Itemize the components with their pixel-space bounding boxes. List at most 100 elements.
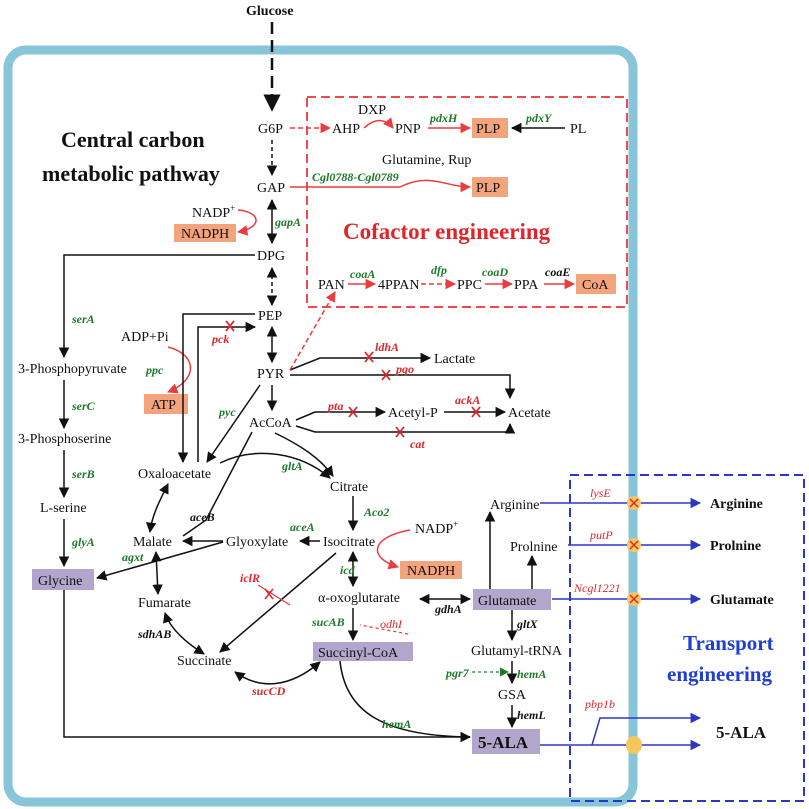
ala-transporter — [626, 736, 642, 754]
nadp-to-nadph-arrow-2 — [376, 529, 411, 570]
gene-pqo: pqo — [395, 362, 414, 376]
gene-lysE: lysE — [590, 486, 611, 500]
isocitrate-succinate-arrow — [219, 552, 337, 653]
gene-agxt: agxt — [122, 550, 144, 564]
nadph-box-1 — [174, 224, 236, 242]
pck-knockout-x2 — [225, 320, 235, 332]
accoa-malate-line — [182, 431, 253, 537]
accoa-label: AcCoA — [249, 416, 293, 431]
plp-box-2 — [472, 177, 508, 197]
gene-icd: icd — [340, 563, 356, 577]
glutamine-rup-label: Glutamine, Rup — [382, 153, 471, 168]
coa-box — [576, 274, 616, 294]
accoa-citrate-arrow — [274, 432, 334, 477]
fumarate-label: Fumarate — [138, 596, 191, 611]
gene-serC: serC — [71, 399, 96, 413]
glycine-box — [32, 569, 94, 590]
atp-box — [144, 394, 188, 414]
acetate-label: Acetate — [508, 406, 551, 421]
transport-title-line1: Transport — [683, 631, 774, 655]
gene-sdhAB: sdhAB — [137, 627, 171, 641]
pyr-oxaloacetate-arrow — [206, 384, 261, 463]
gene-serA: serA — [71, 312, 95, 326]
dxp-label: DXP — [358, 103, 386, 118]
gsa-label: GSA — [498, 688, 527, 703]
ppa-label: PPA — [514, 278, 539, 293]
gene-aceB: aceB — [190, 510, 215, 524]
cofactor-frame — [306, 96, 628, 308]
pnp-label: PNP — [395, 122, 421, 137]
arginine-label: Arginine — [490, 498, 540, 513]
malate-label: Malate — [133, 535, 172, 550]
nadp-label-1: NADP+ — [192, 203, 235, 221]
gene-aceA: aceA — [290, 520, 315, 534]
glycine-label: Glycine — [38, 574, 82, 589]
gene-ncgl: Ncgl1221 — [573, 581, 621, 595]
ahp-pnp-arrow — [363, 117, 394, 129]
gene-cat: cat — [410, 437, 425, 451]
ppc-label: PPC — [457, 278, 482, 293]
succinyl-coa-label: Succinyl-CoA — [318, 646, 399, 661]
glutamyl-trna-label: Glutamyl-tRNA — [471, 644, 563, 659]
pyr-label: PYR — [257, 367, 285, 382]
gene-pdxY: pdxY — [525, 111, 553, 125]
ala-box — [472, 729, 540, 754]
lserine-label: L-serine — [40, 501, 87, 516]
succinate-fumarate-arrow — [163, 612, 205, 655]
succinate-label: Succinate — [177, 654, 231, 669]
gene-odhI: odhI — [380, 617, 403, 631]
dpg-serine-branch — [58, 254, 255, 359]
gene-aco2: Aco2 — [363, 505, 389, 519]
export-prolnine-label: Prolnine — [710, 539, 761, 554]
pep-label: PEP — [258, 309, 282, 324]
phosphopyruvate-label: 3-Phosphopyruvate — [18, 362, 127, 377]
gene-gapA: gapA — [274, 215, 301, 229]
gene-sucCD: sucCD — [251, 684, 286, 698]
cofactor-title: Cofactor engineering — [343, 219, 551, 244]
succinyl-coa-box — [313, 642, 413, 661]
acetylp-label: Acetyl-P — [388, 406, 438, 421]
gene-coaD: coaD — [482, 265, 508, 279]
nadph-label-2: NADPH — [407, 564, 455, 579]
gene-ldhA: ldhA — [375, 340, 399, 354]
prolnine-label: Prolnine — [510, 540, 557, 555]
ala-box-label: 5-ALA — [478, 733, 529, 752]
pan-label: PAN — [318, 278, 345, 293]
accoa-acetate-arrow — [295, 422, 516, 434]
glutamate-label: Glutamate — [478, 594, 536, 609]
gene-coaE: coaE — [545, 265, 570, 279]
gene-pbp1b: pbp1b — [584, 697, 615, 711]
central-frame — [3, 45, 638, 807]
pqo-x2 — [381, 369, 391, 381]
ackA-x2 — [471, 406, 481, 418]
gene-serB: serB — [71, 467, 95, 481]
glucose-label: Glucose — [246, 4, 293, 19]
gene-gltX: gltX — [516, 617, 539, 631]
export-glutamate-label: Glutamate — [710, 593, 774, 608]
putP-x2 — [629, 540, 639, 550]
gene-hemA-main: hemA — [382, 717, 411, 731]
gene-cgl: Cgl0788-Cgl0789 — [312, 170, 399, 184]
isocitrate-label: Isocitrate — [323, 535, 375, 550]
lysE-x2 — [629, 498, 639, 508]
malate-oaa-arrow — [145, 483, 169, 534]
ppan-label: 4PPAN — [378, 278, 420, 293]
citrate-label: Citrate — [330, 480, 368, 495]
gene-iclR: iclR — [240, 571, 260, 585]
fumarate-malate-arrow — [151, 550, 163, 596]
phosphoserine-label: 3-Phosphoserine — [18, 432, 111, 447]
export-ala-label: 5-ALA — [716, 723, 767, 742]
nadp-label-2: NADP+ — [415, 519, 458, 537]
gene-pyc: pyc — [218, 405, 236, 419]
gene-pta: pta — [327, 399, 343, 413]
pep-oxaloacetate-line — [177, 313, 255, 464]
central-title-line2: metabolic pathway — [42, 161, 220, 186]
ldhA-x2 — [364, 351, 374, 363]
nadph-box-2 — [400, 561, 462, 579]
oaa-citrate-arrow — [219, 452, 331, 479]
gene-pgr7: pgr7 — [445, 666, 470, 680]
accoa-acetylp-arrow — [295, 406, 387, 421]
gene-ppc: ppc — [145, 363, 164, 377]
glutamate-box — [473, 589, 551, 610]
